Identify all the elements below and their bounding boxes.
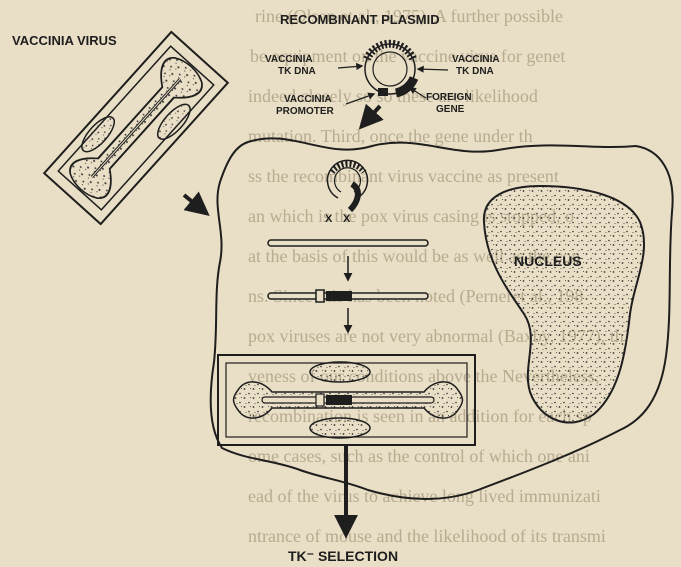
plasmid-title: RECOMBINANT PLASMID: [280, 12, 440, 27]
selection-label: TK⁻ SELECTION: [288, 548, 398, 564]
lateral-body: [310, 418, 370, 438]
foreign-gene-loop: [350, 184, 358, 210]
foreign-gene-insert: [326, 291, 352, 301]
lateral-body: [310, 362, 370, 382]
promoter-segment: [378, 88, 388, 96]
promoter-label: VACCINIA PROMOTER: [276, 94, 335, 117]
viral-dna-strand: [268, 240, 428, 246]
background-text-line: ome cases, such as the control of which …: [248, 446, 590, 466]
background-text-line: ead of the virus to achieve long lived i…: [248, 486, 601, 506]
virus-label: VACCINIA VIRUS: [12, 33, 117, 48]
virus-entry-arrow: [184, 195, 206, 213]
promoter-block: [316, 290, 324, 302]
background-text-line: ss the recombinant virus vaccine as pres…: [248, 166, 559, 186]
nucleus-label: NUCLEUS: [514, 253, 582, 269]
crossover-mark-left: X: [325, 213, 333, 225]
crossover-mark-right: X: [343, 213, 351, 225]
plasmid-transfection-arrow: [362, 106, 380, 126]
vaccinia-virus: [44, 32, 228, 224]
background-text-line: ntrance of mouse and the likelihood of i…: [248, 526, 606, 546]
